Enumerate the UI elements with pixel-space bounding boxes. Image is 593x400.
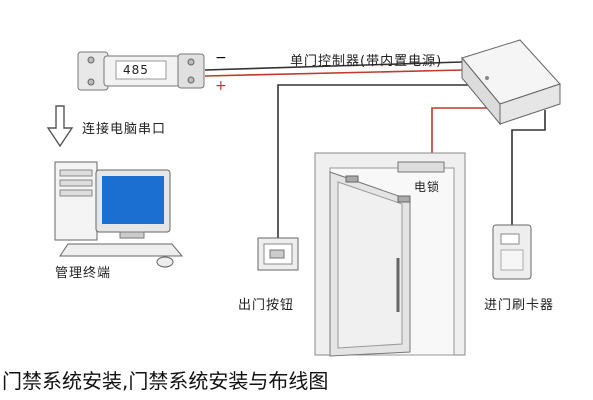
down-arrow-icon xyxy=(46,105,74,148)
wires xyxy=(204,61,546,238)
wire-minus xyxy=(204,61,463,71)
computer-terminal xyxy=(54,161,184,268)
door xyxy=(314,152,466,357)
wire-lock xyxy=(431,107,495,162)
card-reader-label: 进门刷卡器 xyxy=(484,298,555,313)
serial-port-label: 连接电脑串口 xyxy=(82,122,167,137)
converter-display-text: 485 xyxy=(123,63,149,77)
terminal-label: 管理终端 xyxy=(55,266,112,281)
controller-label: 单门控制器(带内置电源) xyxy=(290,54,443,69)
plus-sign: + xyxy=(215,78,227,94)
electric-lock-label: 电锁 xyxy=(414,180,441,194)
wire-plus xyxy=(204,69,463,77)
card-reader-device xyxy=(492,224,532,280)
exit-button-device xyxy=(257,237,299,271)
page-caption: 门禁系统安装,门禁系统安装与布线图 xyxy=(2,369,329,393)
exit-button-label: 出门按钮 xyxy=(238,298,295,313)
door-controller xyxy=(461,39,561,126)
rs485-converter xyxy=(77,51,205,91)
minus-sign: − xyxy=(215,50,227,66)
wire-card-reader xyxy=(511,110,546,225)
wire-exit-button xyxy=(277,84,490,238)
